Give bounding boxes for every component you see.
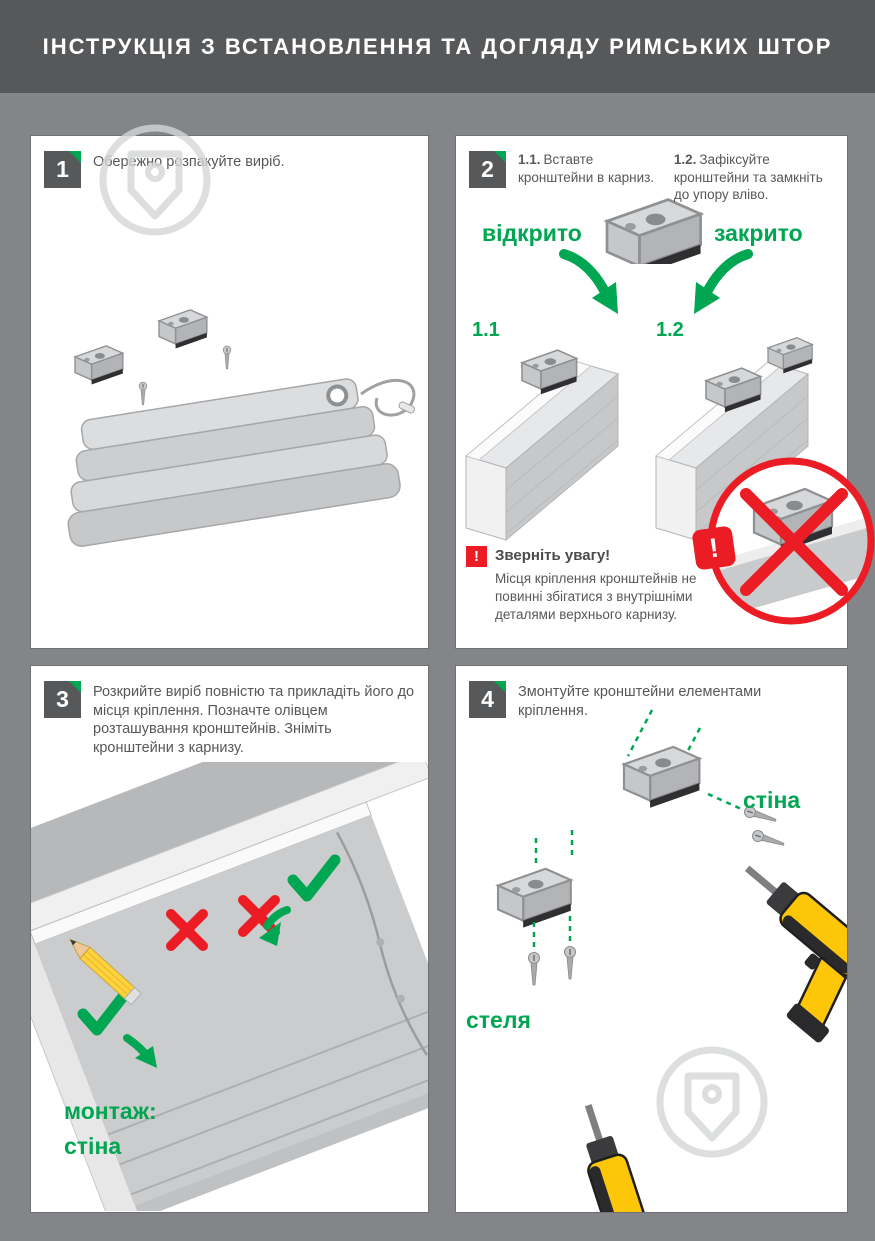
step-4-text: Змонтуйте кронштейни елементами кріпленн… bbox=[518, 684, 762, 719]
warning-body: Зверніть увагу! Місця кріплення кронштей… bbox=[495, 546, 731, 623]
warning-text: Місця кріплення кронштейнів не повинні з… bbox=[495, 571, 697, 622]
instruction-1-number: 1.1. bbox=[518, 152, 541, 167]
step-1-header: 1 Обережно розпакуйте виріб. bbox=[31, 136, 428, 188]
step-2-number: 2 bbox=[481, 156, 494, 182]
drill-icon bbox=[502, 1097, 660, 1212]
step-3-number: 3 bbox=[56, 686, 69, 712]
figure-label-1-2: 1.2 bbox=[656, 319, 684, 341]
arrow-open-head bbox=[592, 282, 618, 314]
step-3-badge: 3 bbox=[44, 681, 81, 718]
bracket-icon bbox=[622, 745, 701, 809]
grommet-icon bbox=[326, 384, 349, 407]
step-2-panel: 2 1.1.Вставте кронштейни в карниз. 1.2.З… bbox=[455, 135, 875, 649]
badge-corner-accent bbox=[494, 681, 506, 693]
step-4-panel: 4 Змонтуйте кронштейни елементами кріпле… bbox=[455, 665, 848, 1213]
screw-icon bbox=[563, 945, 577, 980]
step-2-header: 2 1.1.Вставте кронштейни в карниз. 1.2.З… bbox=[456, 136, 847, 204]
step-1-text: Обережно розпакуйте виріб. bbox=[93, 154, 285, 170]
pencil-icon bbox=[69, 938, 142, 1006]
instruction-2-text: Зафіксуйте кронштейни та замкніть до упо… bbox=[673, 152, 823, 203]
badge-corner-accent bbox=[494, 151, 506, 163]
step-2-instruction-2: 1.2.Зафіксуйте кронштейни та замкніть до… bbox=[674, 151, 835, 204]
bracket-icon bbox=[158, 309, 208, 350]
bracket-icon bbox=[496, 867, 572, 929]
step-1-panel: 1 Обережно розпакуйте виріб. bbox=[30, 135, 429, 649]
step-4-number: 4 bbox=[481, 686, 494, 712]
check-arrow-icon bbox=[263, 906, 291, 930]
window-scene bbox=[31, 762, 428, 1211]
page-header: ІНСТРУКЦІЯ З ВСТАНОВЛЕННЯ ТА ДОГЛЯДУ РИМ… bbox=[0, 0, 875, 93]
warning-exclamation-mark: ! bbox=[474, 548, 479, 565]
mount-caption-line1: монтаж: bbox=[64, 1098, 157, 1124]
wrong-cross-icon bbox=[740, 488, 848, 596]
step-2-badge: 2 bbox=[469, 151, 506, 188]
instruction-1-text: Вставте кронштейни в карниз. bbox=[518, 152, 655, 185]
badge-corner-accent bbox=[69, 151, 81, 163]
screw-icon bbox=[222, 345, 232, 370]
check-arrow-head bbox=[259, 922, 281, 946]
screw-icon bbox=[750, 828, 787, 851]
cord-tip bbox=[398, 401, 416, 414]
label-ceiling: стеля bbox=[466, 1007, 531, 1033]
cord-icon bbox=[360, 378, 416, 417]
step-3-text: Розкрийте виріб повністю та прикладіть й… bbox=[93, 684, 415, 756]
window-marking-illustration bbox=[31, 762, 428, 1211]
step-1-number: 1 bbox=[56, 156, 69, 182]
folded-blind bbox=[67, 378, 401, 547]
screw-icon bbox=[527, 951, 541, 986]
cornice-open-illustration bbox=[464, 349, 620, 542]
step-3-panel: 3 Розкрийте виріб повністю та прикладіть… bbox=[30, 665, 429, 1213]
mount-type-caption: монтаж: стіна bbox=[64, 1094, 157, 1164]
drill-icon bbox=[689, 852, 847, 1046]
check-mark-icon bbox=[287, 854, 341, 902]
arrow-closed-head bbox=[694, 282, 720, 314]
figure-label-1-1: 1.1 bbox=[472, 319, 500, 341]
arrow-closed-icon bbox=[701, 249, 753, 299]
check-arrow-head bbox=[135, 1046, 157, 1068]
instruction-2-number: 1.2. bbox=[673, 152, 697, 167]
alert-exclamation-mark: ! bbox=[707, 532, 721, 563]
step-1-badge: 1 bbox=[44, 151, 81, 188]
bracket-icon bbox=[605, 198, 702, 264]
warning-icon: ! bbox=[466, 546, 487, 567]
unpack-illustration bbox=[67, 309, 416, 547]
label-wall: стіна bbox=[743, 787, 801, 813]
step-3-header: 3 Розкрийте виріб повністю та прикладіть… bbox=[31, 666, 428, 757]
bracket-icon bbox=[74, 345, 124, 386]
warning-title: Зверніть увагу! bbox=[495, 547, 611, 564]
mount-caption-line2: стіна bbox=[64, 1133, 122, 1159]
mounting-illustration bbox=[496, 709, 847, 1212]
step-2-instruction-1: 1.1.Вставте кронштейни в карниз. bbox=[518, 151, 662, 204]
label-closed: закрито bbox=[714, 220, 803, 246]
warning-block: ! Зверніть увагу! Місця кріплення кроншт… bbox=[466, 546, 716, 623]
step-4-header: 4 Змонтуйте кронштейни елементами кріпле… bbox=[456, 666, 847, 720]
check-mark-icon bbox=[77, 988, 131, 1036]
badge-corner-accent bbox=[69, 681, 81, 693]
screw-icon bbox=[138, 381, 148, 406]
wrong-mount-zoom bbox=[707, 457, 875, 625]
alert-exclamation-icon: ! bbox=[691, 525, 737, 571]
page-title: ІНСТРУКЦІЯ З ВСТАНОВЛЕННЯ ТА ДОГЛЯДУ РИМ… bbox=[42, 33, 833, 59]
label-open: відкрито bbox=[482, 220, 582, 246]
step-4-badge: 4 bbox=[469, 681, 506, 718]
